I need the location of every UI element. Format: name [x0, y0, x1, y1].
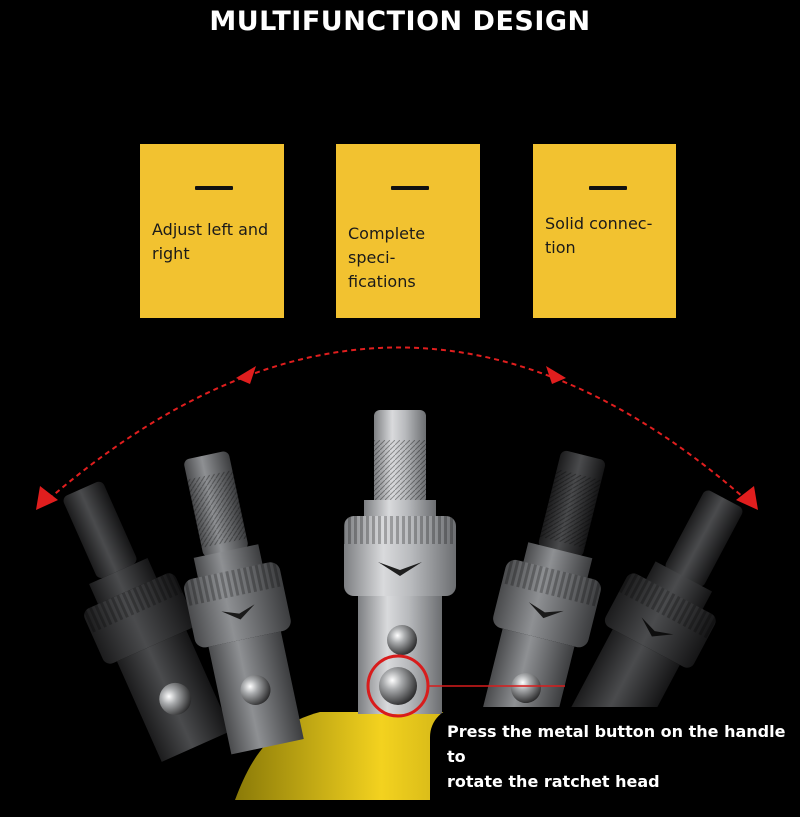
dash-icon — [391, 186, 429, 190]
dash-icon — [589, 186, 627, 190]
feature-card-connection: Solid connec- tion — [533, 144, 676, 318]
ratchet-head-icon — [63, 481, 232, 762]
page-title: MULTIFUNCTION DESIGN — [209, 6, 591, 37]
ratchet-head-icon — [182, 451, 304, 755]
feature-text: Complete speci- fications — [348, 224, 426, 291]
metal-button-icon — [379, 667, 417, 705]
ratchet-head-icon — [344, 410, 456, 714]
feature-text: Solid connec- tion — [545, 214, 653, 257]
caption-text: Press the metal button on the handle to … — [447, 722, 786, 791]
feature-card-specifications: Complete speci- fications — [336, 144, 480, 318]
ratchet-illustration — [36, 346, 758, 800]
feature-text: Adjust left and right — [152, 220, 269, 263]
dash-icon — [195, 186, 233, 190]
dashed-arc-arrow-icon — [36, 346, 758, 510]
caption-box — [430, 707, 800, 817]
feature-card-adjust: Adjust left and right — [140, 144, 284, 318]
